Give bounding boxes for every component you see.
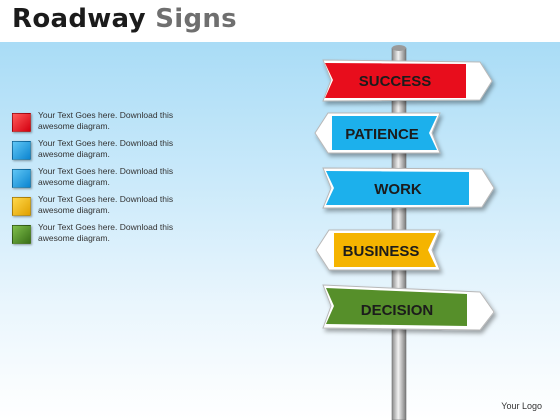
sign-label: BUSINESS	[343, 243, 420, 260]
page-title: Roadway Signs	[12, 4, 237, 34]
sign-work: WORK	[322, 167, 495, 209]
title-part-2: Signs	[155, 4, 237, 34]
legend-text: Your Text Goes here. Download this aweso…	[38, 166, 174, 187]
legend-item-4: Your Text Goes here. Download this aweso…	[12, 194, 212, 222]
legend-item-3: Your Text Goes here. Download this aweso…	[12, 166, 212, 194]
legend-item-2: Your Text Goes here. Download this aweso…	[12, 138, 212, 166]
sky-background	[0, 42, 560, 420]
title-part-1: Roadway	[12, 4, 146, 34]
sign-business: BUSINESS	[315, 229, 441, 271]
blue-swatch-icon	[12, 141, 31, 160]
legend-text: Your Text Goes here. Download this aweso…	[38, 222, 174, 243]
legend-item-1: Your Text Goes here. Download this aweso…	[12, 110, 212, 138]
sign-label: PATIENCE	[345, 126, 419, 143]
legend-text: Your Text Goes here. Download this aweso…	[38, 110, 174, 131]
sign-label: SUCCESS	[359, 73, 432, 90]
legend-item-5: Your Text Goes here. Download this aweso…	[12, 222, 212, 250]
logo-text: Your Logo	[501, 401, 542, 411]
yellow-swatch-icon	[12, 197, 31, 216]
legend-text: Your Text Goes here. Download this aweso…	[38, 138, 174, 159]
sign-success: SUCCESS	[322, 59, 493, 102]
green-swatch-icon	[12, 225, 31, 244]
legend-text: Your Text Goes here. Download this aweso…	[38, 194, 174, 215]
legend: Your Text Goes here. Download this aweso…	[12, 110, 212, 250]
sign-patience: PATIENCE	[314, 112, 441, 154]
header: Roadway Signs	[0, 0, 560, 42]
sign-label: DECISION	[361, 302, 434, 319]
sign-decision: DECISION	[322, 284, 495, 331]
blue-swatch-icon	[12, 169, 31, 188]
red-swatch-icon	[12, 113, 31, 132]
sign-label: WORK	[374, 181, 422, 198]
